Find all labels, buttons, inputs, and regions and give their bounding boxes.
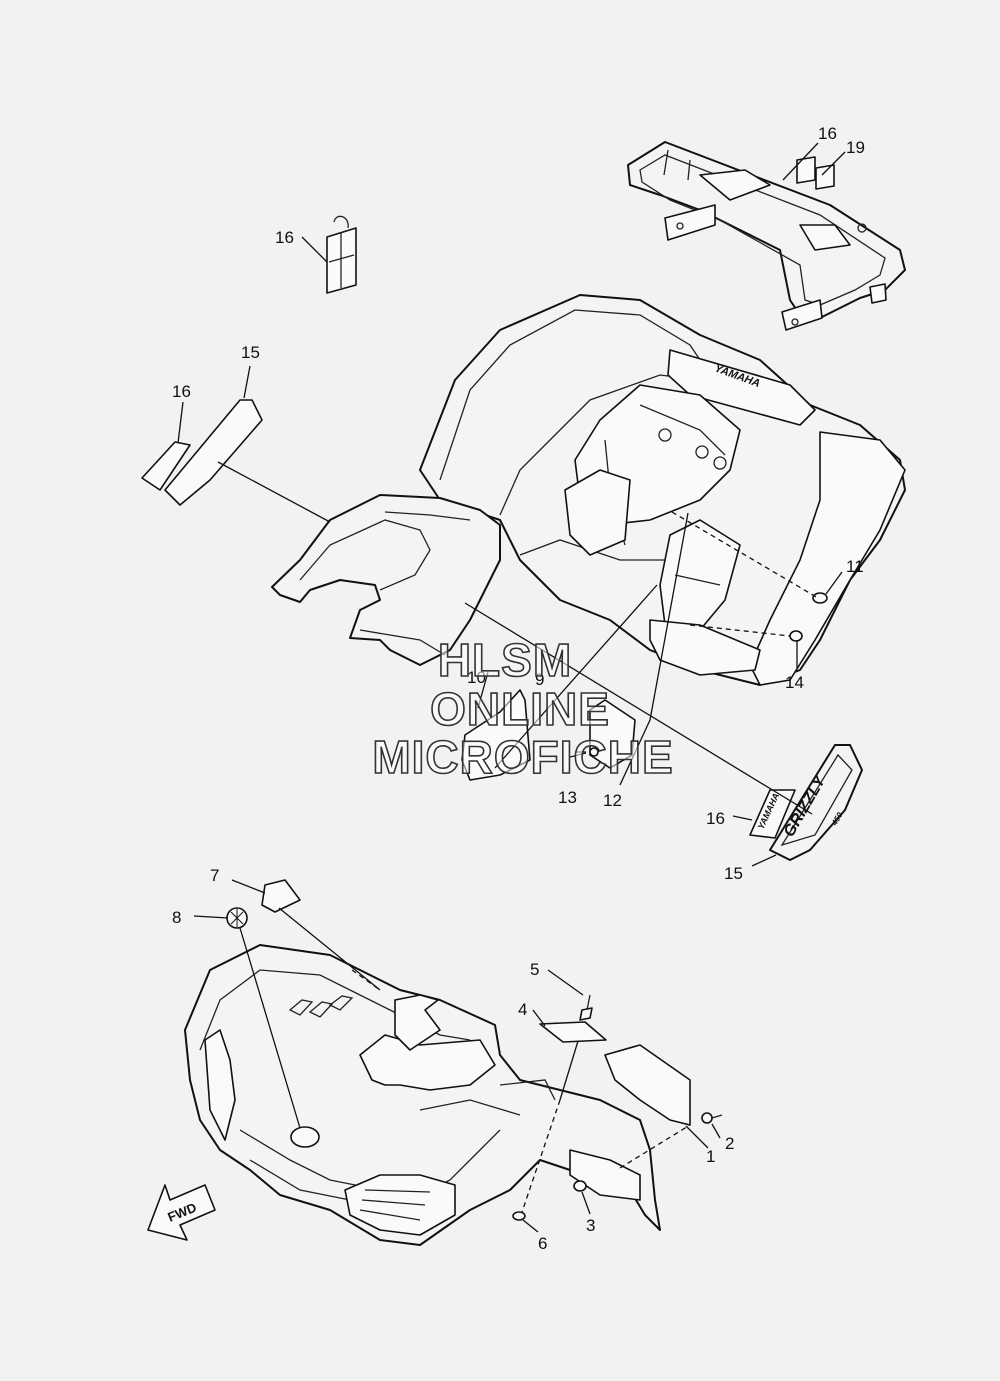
callout-9: 9 <box>535 670 544 689</box>
watermark-line-2: ONLINE <box>430 683 610 735</box>
callout-14: 14 <box>785 673 804 692</box>
callout-8: 8 <box>172 908 181 927</box>
screw-5[interactable] <box>579 994 593 1021</box>
callout-15-left: 15 <box>241 343 260 362</box>
callout-12: 12 <box>603 791 622 810</box>
forward-arrow: FWD <box>147 1184 216 1241</box>
emblem-15-left[interactable] <box>164 399 263 506</box>
rear-fender[interactable]: YAMAHA <box>419 294 906 686</box>
callout-15-right: 15 <box>724 864 743 883</box>
side-cover-1[interactable] <box>604 1044 691 1126</box>
callout-19: 19 <box>846 138 865 157</box>
bolt-2[interactable] <box>701 1112 723 1124</box>
grommet-11[interactable] <box>812 592 828 604</box>
callout-16-left: 16 <box>172 382 191 401</box>
callout-6: 6 <box>538 1234 547 1253</box>
callout-17: 16 <box>275 228 294 247</box>
clip-6[interactable] <box>512 1211 526 1221</box>
side-cover-left[interactable] <box>271 494 501 666</box>
callout-16-right: 16 <box>706 809 725 828</box>
label-4[interactable] <box>539 1021 607 1043</box>
label-19-decal[interactable] <box>815 164 835 190</box>
watermark-line-3: MICROFICHE <box>372 731 673 783</box>
callout-7: 7 <box>210 866 219 885</box>
emblem-7[interactable] <box>261 879 301 913</box>
callout-3: 3 <box>586 1216 595 1235</box>
callout-numbers: 16 19 16 15 16 11 14 10 9 13 12 16 15 7 … <box>172 124 865 1253</box>
callout-5: 5 <box>530 960 539 979</box>
emblem-16-left[interactable] <box>141 441 191 491</box>
bolt-13[interactable] <box>575 747 599 757</box>
emblem-mount-disc <box>290 1126 320 1148</box>
callout-18: 16 <box>818 124 837 143</box>
grommet-14[interactable] <box>789 630 803 642</box>
label-18-decal[interactable] <box>796 156 816 184</box>
side-panel-9[interactable] <box>461 689 531 781</box>
callout-10: 10 <box>467 668 486 687</box>
washer-3[interactable] <box>573 1180 587 1192</box>
rear-carrier[interactable] <box>627 141 906 331</box>
caution-label-tag[interactable] <box>326 215 357 294</box>
callout-4: 4 <box>518 1000 527 1019</box>
callout-1: 1 <box>706 1147 715 1166</box>
callout-11: 11 <box>846 557 864 576</box>
watermark-line-1: HLSM <box>438 634 572 686</box>
watermark: HLSM ONLINE MICROFICHE <box>372 633 674 784</box>
leader-lines <box>177 142 846 1233</box>
side-panel-12[interactable] <box>589 699 636 769</box>
callout-2: 2 <box>725 1134 734 1153</box>
front-fender[interactable] <box>184 944 661 1246</box>
callout-13: 13 <box>558 788 577 807</box>
emblem-8-logo[interactable] <box>226 907 248 929</box>
